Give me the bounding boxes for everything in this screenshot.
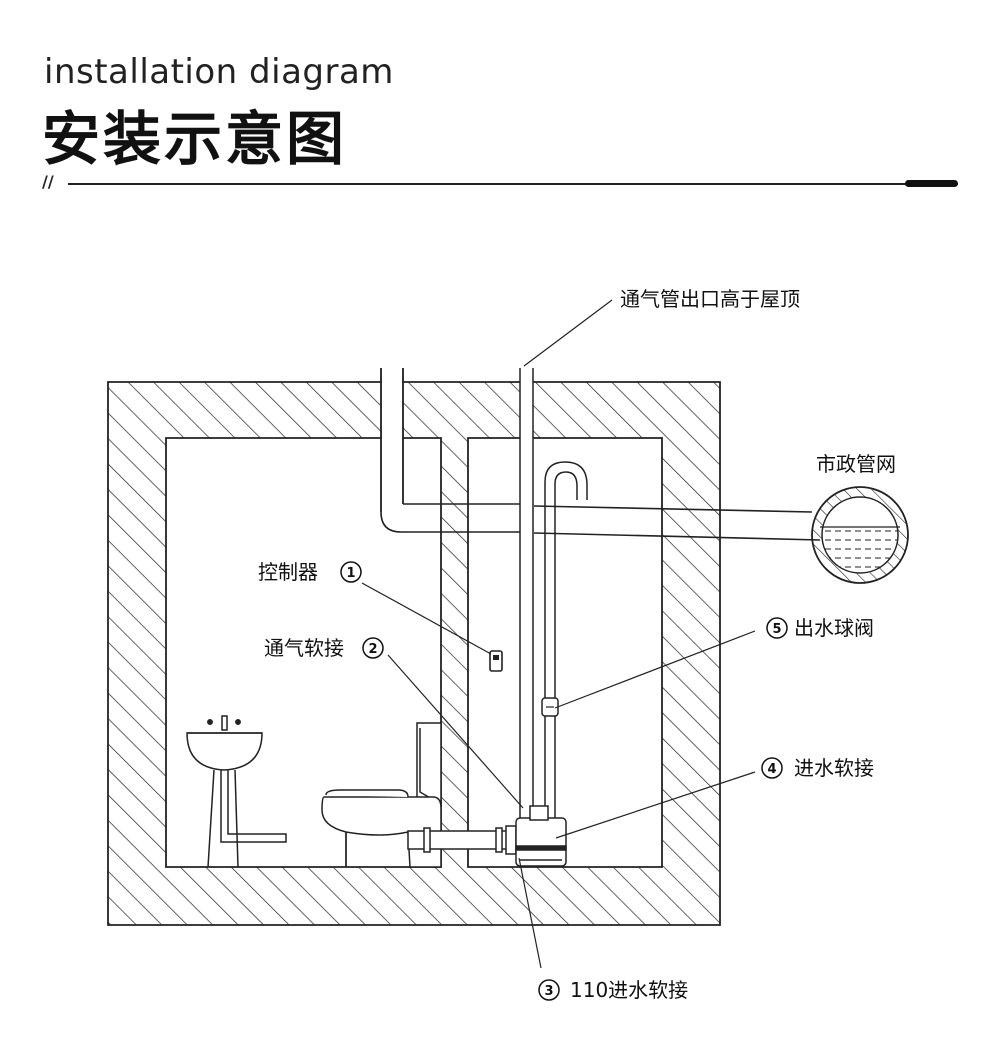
header-rule-end [905, 180, 958, 187]
label-inlet-hose: 进水软接 [794, 756, 874, 780]
svg-text:2: 2 [368, 642, 377, 657]
callout-5: 5 [766, 617, 788, 639]
ball-valve [541, 697, 559, 717]
callout-3: 3 [538, 979, 560, 1001]
svg-text:1: 1 [346, 566, 355, 581]
leader-lines [361, 299, 756, 969]
label-controller: 控制器 [258, 560, 318, 584]
vent-tube [519, 368, 534, 823]
header-slashes: // [42, 172, 54, 191]
municipal-main [811, 486, 909, 584]
callout-4: 4 [761, 757, 783, 779]
wash-basin [186, 715, 287, 868]
lifting-pump [515, 805, 567, 867]
label-vent-outlet: 通气管出口高于屋顶 [620, 287, 800, 311]
callout-1: 1 [340, 561, 362, 583]
label-vent-hose: 通气软接 [264, 636, 344, 660]
title-chinese: 安装示意图 [42, 105, 348, 173]
svg-text:4: 4 [767, 762, 776, 777]
label-municipal: 市政管网 [816, 452, 896, 476]
label-ball-valve: 出水球阀 [794, 616, 874, 640]
callout-2: 2 [362, 637, 384, 659]
title-english: installation diagram [44, 52, 394, 92]
label-inlet-110: 110进水软接 [570, 978, 688, 1002]
svg-text:5: 5 [772, 622, 781, 637]
toilet-outlet-pipe [407, 825, 517, 855]
header-rule [68, 183, 958, 185]
svg-text:3: 3 [544, 984, 553, 999]
discharge-pipe [544, 461, 588, 820]
controller-device [489, 650, 503, 672]
